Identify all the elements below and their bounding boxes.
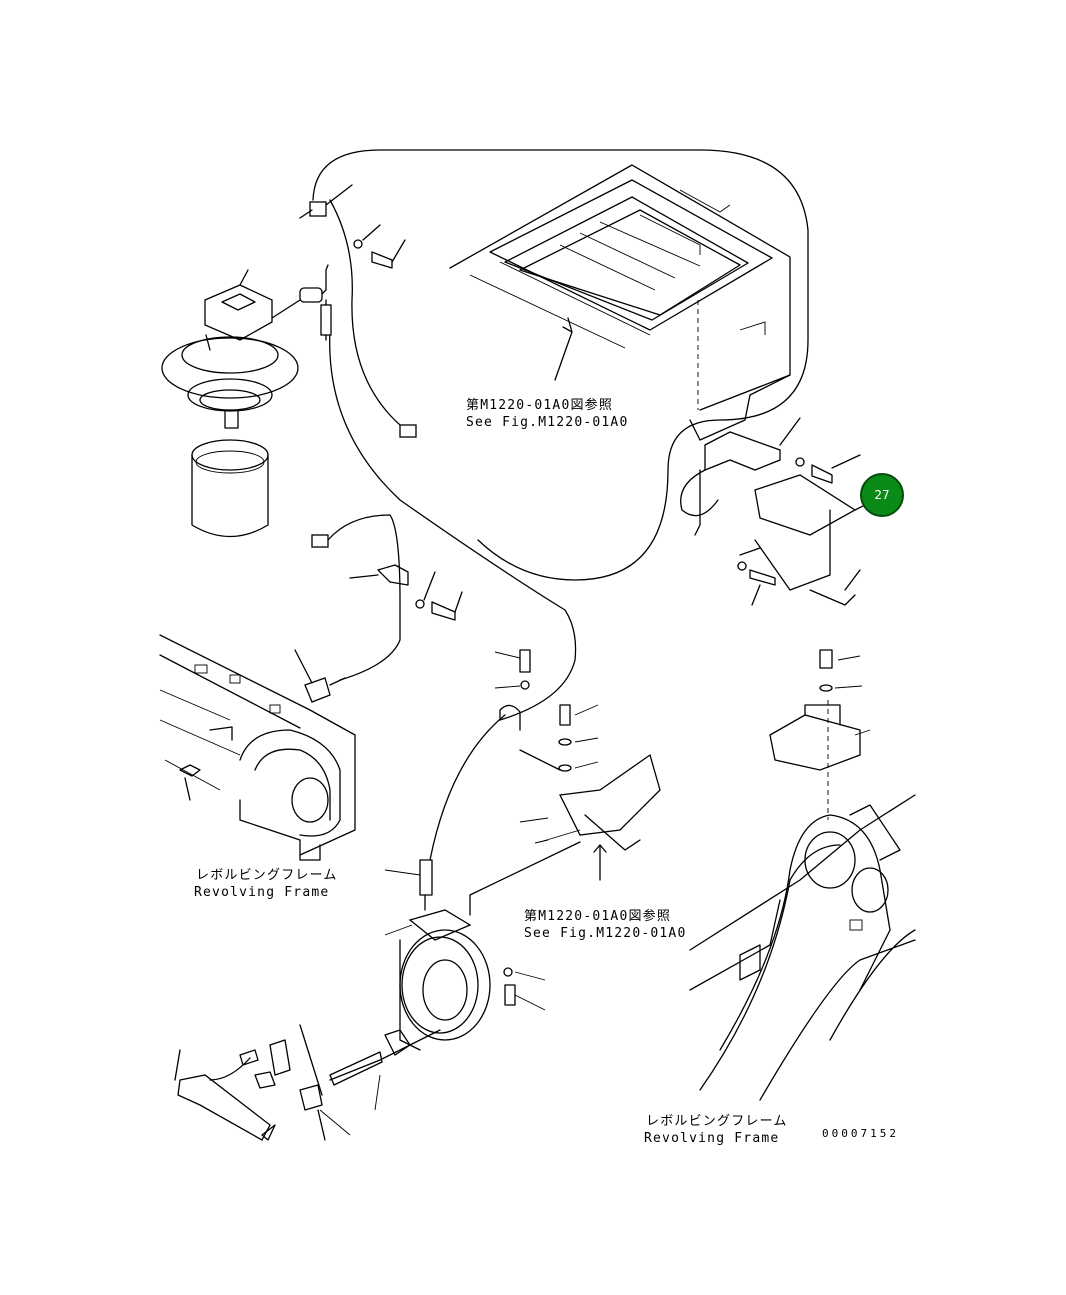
top-bolts <box>294 184 463 703</box>
frame-label-right-en: Revolving Frame <box>644 1131 780 1146</box>
frame-label-left-en: Revolving Frame <box>194 885 330 900</box>
ref-label-top-en: See Fig.M1220-01A0 <box>466 415 629 430</box>
ref-label-mid-en: See Fig.M1220-01A0 <box>524 926 687 941</box>
lever-assembly <box>174 1024 326 1141</box>
frame-label-left-jp: レボルビングフレーム <box>196 868 338 883</box>
center-reel-assembly <box>329 649 661 1086</box>
right-revolving-frame <box>689 649 916 1101</box>
cable-loop <box>312 149 809 721</box>
right-bracket <box>680 417 876 606</box>
leader-lines <box>319 651 871 1136</box>
ref-label-mid-jp: 第M1220-01A0図参照 <box>524 909 672 924</box>
upper-frame-structure <box>449 164 791 441</box>
part-callout-number: 27 <box>874 488 890 502</box>
frame-label-right-jp: レボルビングフレーム <box>646 1114 788 1129</box>
left-revolving-frame <box>159 634 356 861</box>
switch-assembly <box>161 264 332 538</box>
part-callout-27[interactable]: 27 <box>860 473 904 517</box>
ref-label-top-jp: 第M1220-01A0図参照 <box>466 398 614 413</box>
drawing-number: 00007152 <box>822 1127 899 1140</box>
